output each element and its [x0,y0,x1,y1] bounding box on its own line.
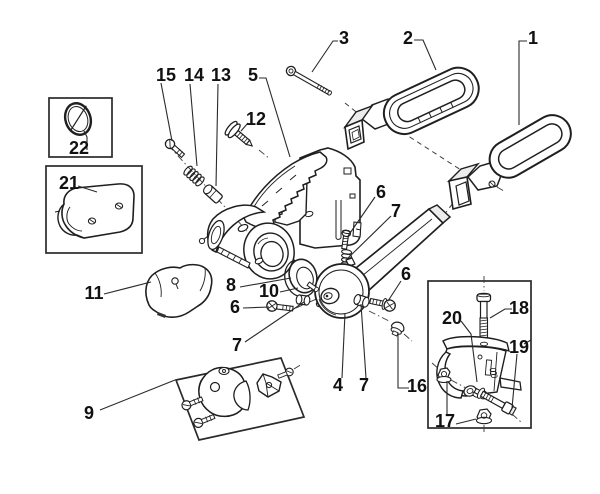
nut-17-bottom [475,408,493,433]
part-label-2: 2 [403,28,413,48]
part-label-17: 17 [435,411,455,431]
part-label-6-right: 6 [401,264,411,284]
axis-12 [258,149,271,160]
part-label-3: 3 [339,28,349,48]
part-label-8: 8 [226,275,236,295]
inset-boxes [45,97,532,441]
part-label-5: 5 [248,65,258,85]
part-label-7-bottom: 7 [359,375,369,395]
ring-pin [306,281,319,293]
part-label-18: 18 [509,298,529,318]
handle-2-loop [382,66,480,136]
part-label-13: 13 [211,65,231,85]
bushing-7-bottom [353,293,370,308]
part-label-6-top: 6 [376,182,386,202]
part-label-22: 22 [69,138,89,158]
wedge-screw [277,367,294,379]
handle-1-socket-opening [455,181,470,206]
cap-16 [390,321,405,337]
axis-16 [368,310,390,322]
bolt-18 [476,292,492,340]
part-label-10: 10 [259,281,279,301]
part-label-16: 16 [407,376,427,396]
box-part-22 [48,97,113,158]
clamp-kit-9 [181,363,303,428]
box-part-17-20 [427,280,532,429]
part-labels: 1 2 3 5 15 14 13 12 6 7 8 10 6 7 11 9 4 … [59,28,538,431]
bushing-7-left [295,294,311,306]
housing-barrel [198,204,295,280]
part-label-15: 15 [156,65,176,85]
part-label-7-top: 7 [391,201,401,221]
part-label-14: 14 [184,65,204,85]
part-label-21: 21 [59,173,79,193]
spring-14 [183,165,205,187]
leader-lines [77,39,532,425]
o-ring-22 [63,102,93,136]
clamp-screw-a [87,217,97,225]
lever-arm [349,204,452,294]
channel-clamp-21 [54,183,135,239]
part-label-9: 9 [84,403,94,423]
handle-1 [446,114,572,211]
axis-16b [403,333,413,342]
screw-6-left [266,300,294,312]
coupling-housing [198,147,362,280]
serrated-cover-5 [243,151,328,229]
ring-8 [284,258,319,298]
handle-2 [342,66,480,151]
cover-shell-11 [145,263,213,318]
screw-6-right [369,297,396,312]
bolt-3 [285,65,332,96]
shell-keyhole [171,277,179,285]
lever-arm-end [427,204,452,225]
screw-15 [164,138,186,159]
axis-3-to-handle2 [344,102,361,116]
part-label-7-left: 7 [232,335,242,355]
plunger-12 [224,120,254,147]
clip-10 [284,259,315,298]
axis-handle2-to-handle1 [401,131,462,171]
shell-slot [157,312,166,318]
part-label-1: 1 [528,28,538,48]
clamp-screw-b [114,202,124,210]
hub-pin [325,294,329,298]
clamp-screw-1 [181,396,204,411]
bolt-19 [476,387,517,416]
barrel-screw [198,235,209,245]
box-part-9 [174,357,306,441]
bracket-kit-17-20 [431,276,522,433]
clamp-screw-2 [193,413,216,428]
box-part-21 [45,165,143,254]
part-label-6-left: 6 [230,297,240,317]
sleeve-13 [203,184,223,204]
part-label-19: 19 [509,337,529,357]
handle-1-screw [488,180,505,192]
part-label-20: 20 [442,308,462,328]
part-label-12: 12 [246,109,266,129]
handle-1-loop [488,114,572,179]
part-label-11: 11 [84,283,103,303]
axis-6-left [295,296,322,309]
part-label-4: 4 [333,375,343,395]
bracket-20-body [436,335,522,399]
